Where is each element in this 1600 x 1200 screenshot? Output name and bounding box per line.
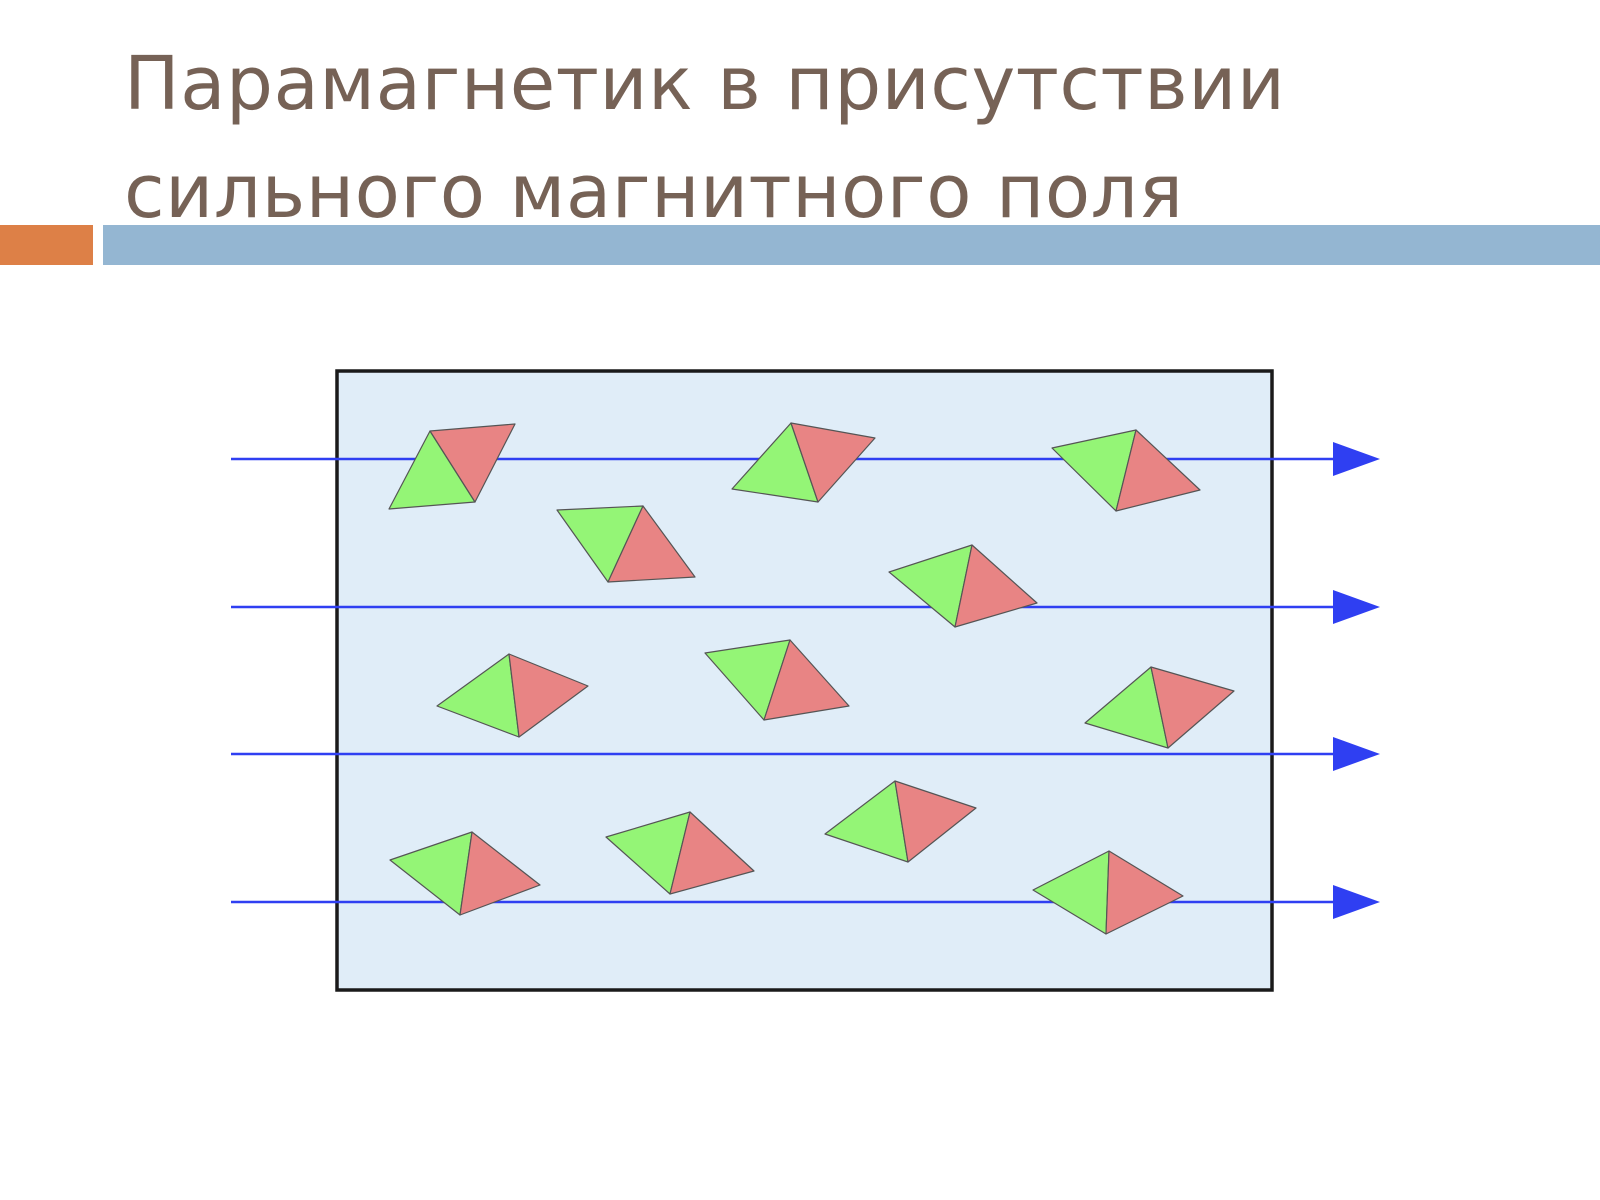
dipole-magnet-icon: [605, 811, 755, 895]
dipole-south-half: [429, 423, 516, 503]
arrowhead-right-icon: [1333, 442, 1380, 476]
dipole-south-half: [763, 639, 850, 721]
dipole-magnet-icon: [704, 639, 850, 721]
dipole-south-half: [508, 653, 589, 738]
dipole-south-half: [954, 544, 1038, 628]
dipole-magnet-icon: [388, 423, 516, 510]
dipole-south-half: [790, 422, 876, 503]
arrowhead-right-icon: [1333, 737, 1380, 771]
dipole-south-half: [894, 780, 977, 863]
dipole-south-half: [459, 831, 541, 916]
dipole-magnet-icon: [731, 422, 876, 503]
dipole-magnet-icon: [1051, 429, 1201, 512]
arrowhead-right-icon: [1333, 885, 1380, 919]
dipole-magnet-icon: [1032, 850, 1184, 935]
dipole-magnet-icon: [824, 780, 977, 863]
dipole-magnet-icon: [888, 544, 1038, 628]
arrowhead-right-icon: [1333, 590, 1380, 624]
slide-title: Парамагнетик в присутствии сильного магн…: [124, 41, 1286, 235]
dipole-magnet-icon: [389, 831, 541, 916]
magnetic-dipoles: [388, 422, 1235, 935]
dipole-south-half: [1105, 850, 1184, 935]
dipole-magnet-icon: [1084, 666, 1235, 749]
dipole-south-half: [669, 811, 755, 895]
dipole-south-half: [607, 505, 696, 583]
title-accent-bar: [0, 225, 93, 265]
dipole-south-half: [1150, 666, 1235, 749]
title-underline-bar: [103, 225, 1600, 265]
dipole-magnet-icon: [556, 505, 696, 583]
dipole-south-half: [1115, 429, 1201, 512]
dipole-magnet-icon: [436, 653, 589, 738]
